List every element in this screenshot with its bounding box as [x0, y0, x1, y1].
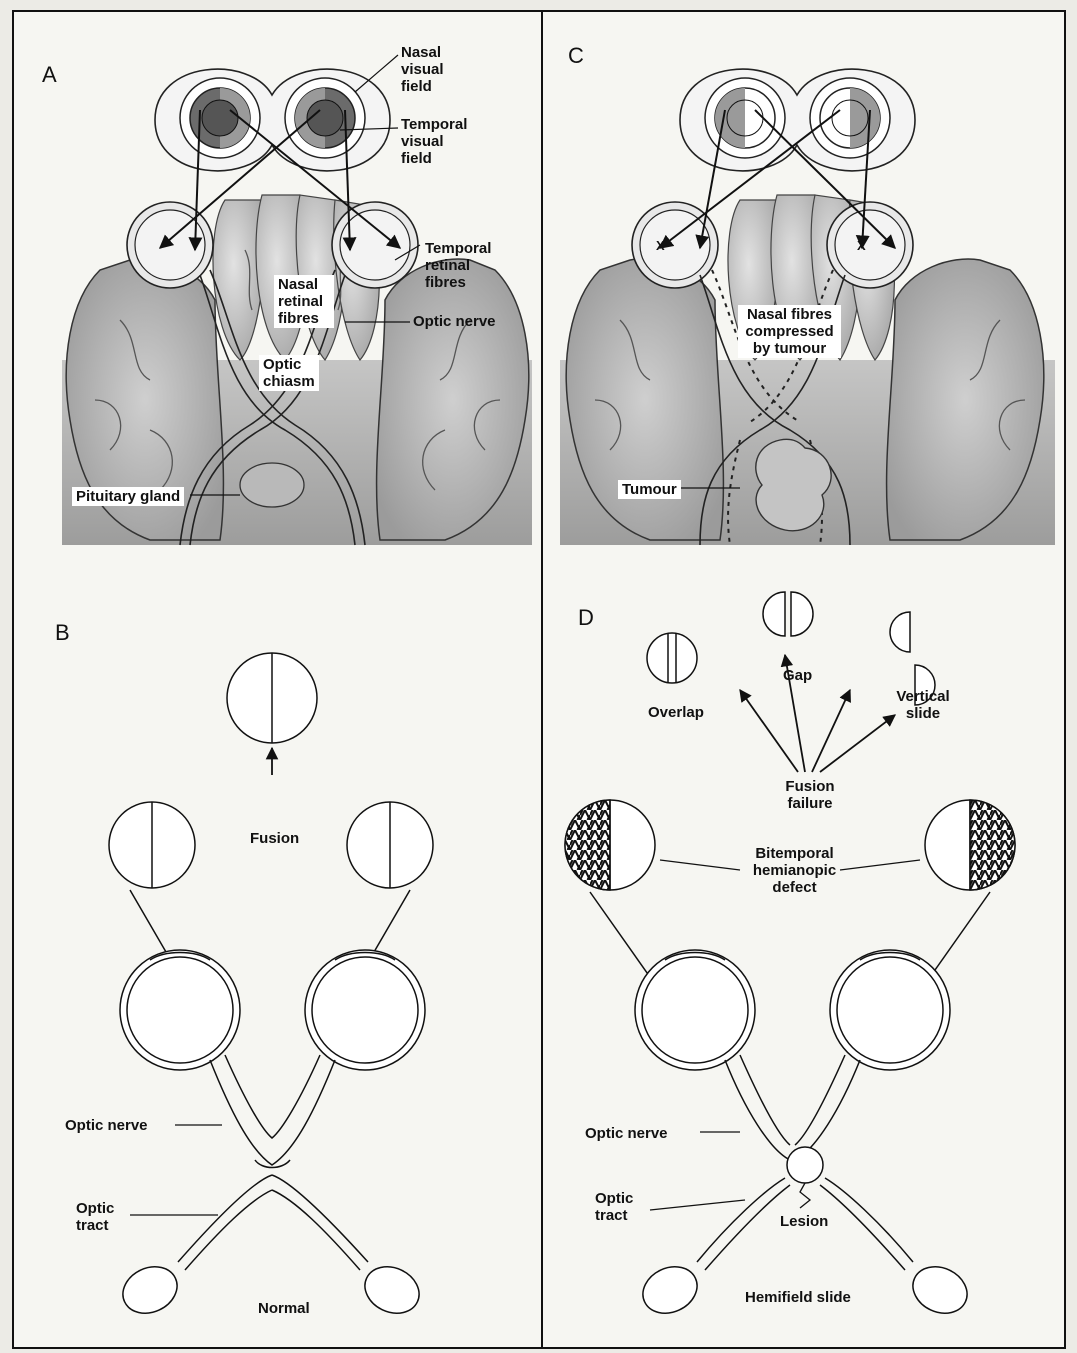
label-optic-tract-b: Optic tract [76, 1200, 126, 1234]
label-nasal-visual-field: Nasal visual field [401, 44, 461, 95]
panel-d-letter: D [578, 605, 594, 631]
label-tumour: Tumour [618, 480, 681, 499]
label-fusion-failure: Fusion failure [775, 778, 845, 812]
panel-b-letter: B [55, 620, 70, 646]
label-lesion: Lesion [780, 1213, 828, 1230]
label-nasal-retinal-fibres: Nasal retinal fibres [274, 275, 334, 328]
label-fusion: Fusion [250, 830, 299, 847]
label-pituitary-gland: Pituitary gland [72, 487, 184, 506]
label-optic-nerve-b: Optic nerve [65, 1117, 148, 1134]
label-vertical-slide: Vertical slide [893, 688, 953, 722]
label-optic-nerve-a: Optic nerve [413, 313, 496, 330]
marker-x-left: X [656, 237, 665, 254]
label-bitemporal-defect: Bitemporal hemianopic defect [742, 845, 847, 896]
label-optic-tract-d: Optic tract [595, 1190, 645, 1224]
caption-normal: Normal [258, 1300, 310, 1317]
panel-c-letter: C [568, 43, 584, 69]
label-optic-chiasm: Optic chiasm [259, 355, 319, 391]
marker-x-right: X [857, 237, 866, 254]
label-optic-nerve-d: Optic nerve [585, 1125, 668, 1142]
caption-hemifield-slide: Hemifield slide [745, 1289, 851, 1306]
label-overlap: Overlap [648, 704, 704, 721]
label-gap: Gap [783, 667, 812, 684]
label-nasal-fibres-compressed: Nasal fibres compressed by tumour [738, 305, 841, 358]
panel-b-drawing [109, 653, 433, 1322]
panel-a-letter: A [42, 62, 57, 88]
label-temporal-retinal-fibres: Temporal retinal fibres [425, 240, 510, 291]
label-temporal-visual-field: Temporal visual field [401, 116, 471, 167]
